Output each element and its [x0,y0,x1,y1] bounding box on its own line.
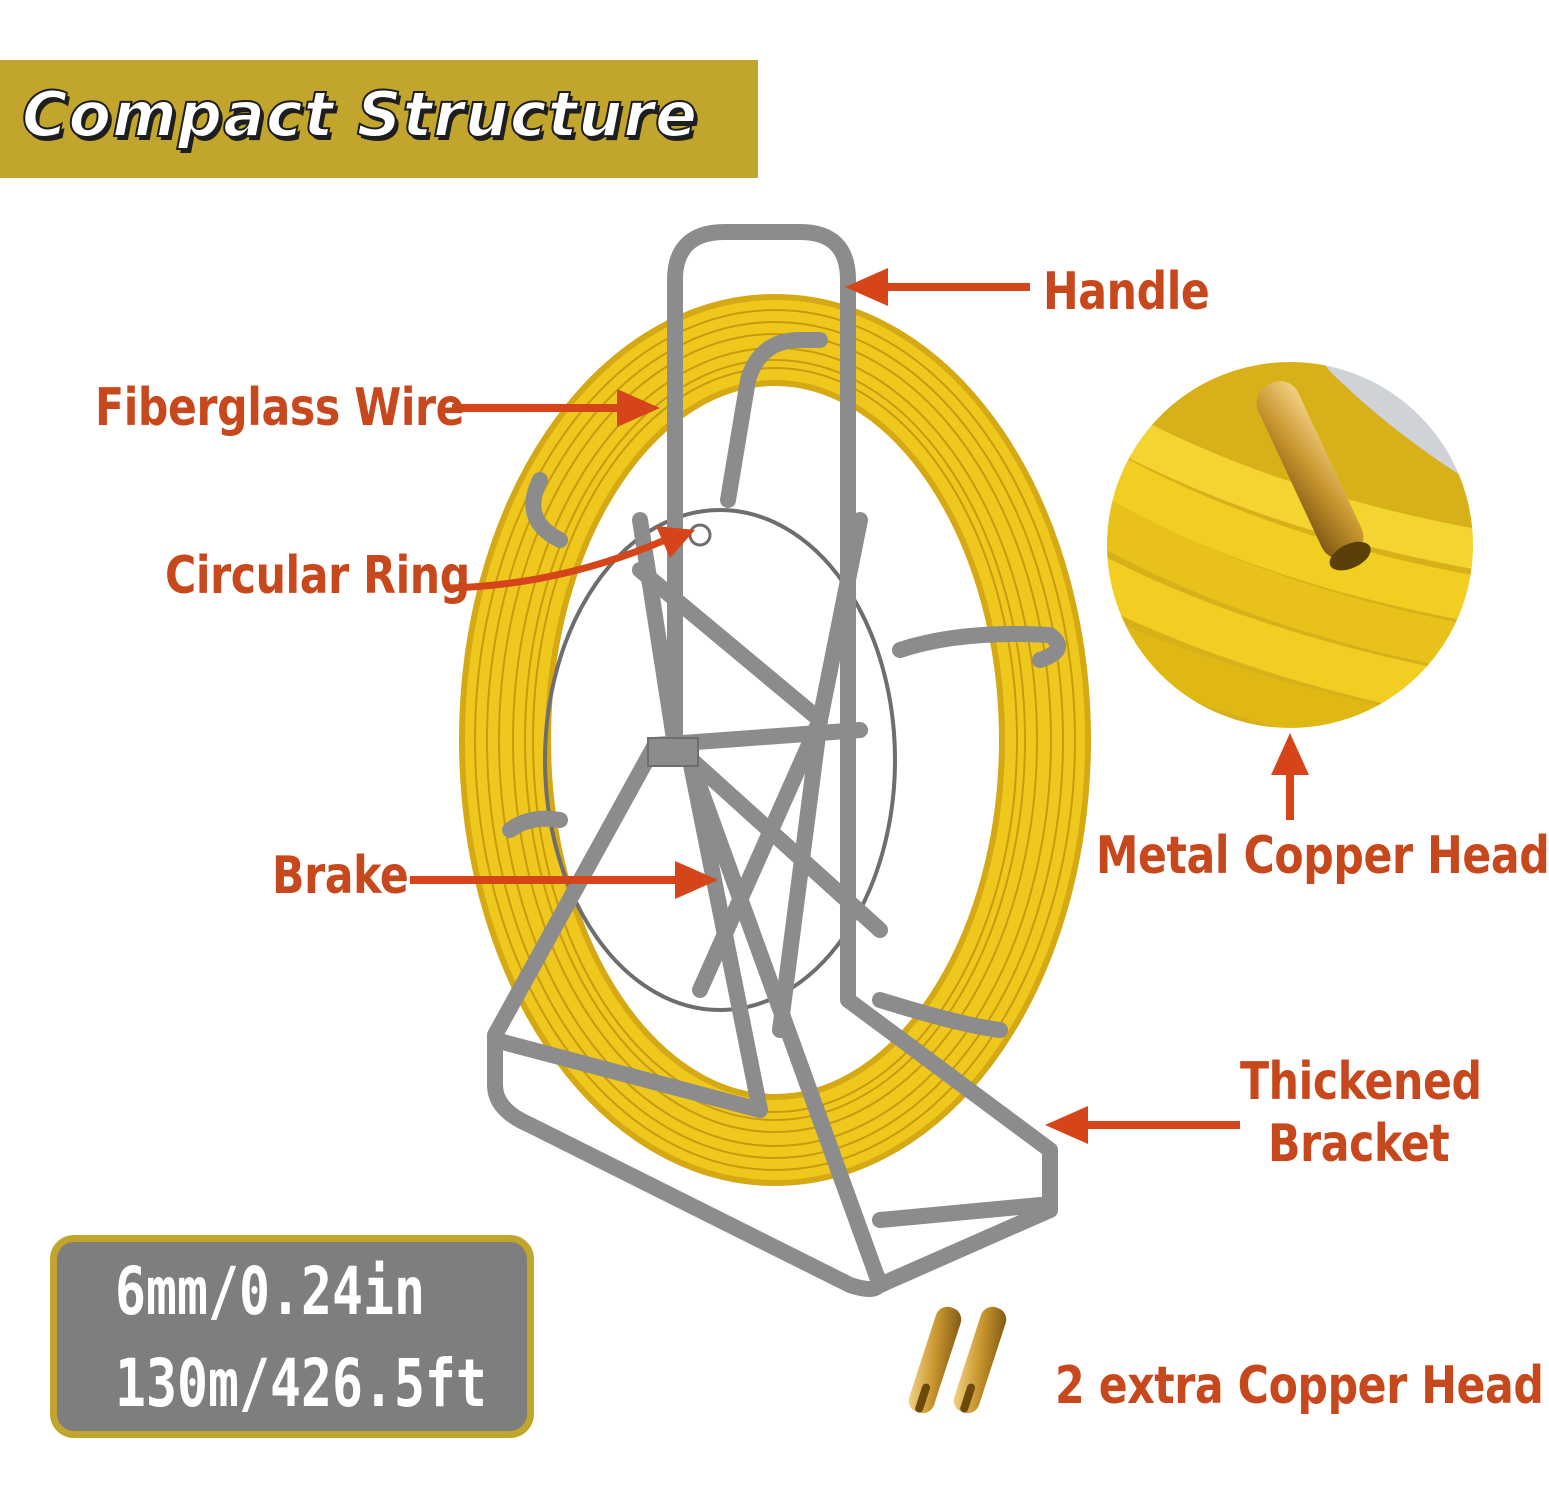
label-fiberglass-wire: Fiberglass Wire [95,378,465,438]
circular-ring-arrow [449,536,667,592]
circular-ring [543,508,897,1012]
label-circular-ring: Circular Ring [165,546,470,606]
label-brake: Brake [272,846,409,906]
spec-length: 130m/426.5ft [115,1345,487,1422]
extra-copper-heads [908,1306,1007,1414]
label-metal-copper-head: Metal Copper Head [1096,826,1549,886]
spec-box [50,1235,534,1438]
fiberglass-reel-illustration [459,224,1091,1414]
steel-bracket [487,224,1066,1297]
label-bracket: Bracket [1268,1114,1450,1174]
title-banner [0,60,758,178]
label-thickened: Thickened [1240,1052,1482,1112]
spec-diameter: 6mm/0.24in [115,1253,425,1330]
label-extra-copper-head: 2 extra Copper Head [1055,1356,1544,1416]
callout-arrows [410,268,1309,1144]
page-title: Compact Structure [21,77,699,152]
label-handle: Handle [1043,262,1210,322]
copper-head-zoom-image [1103,358,1477,732]
